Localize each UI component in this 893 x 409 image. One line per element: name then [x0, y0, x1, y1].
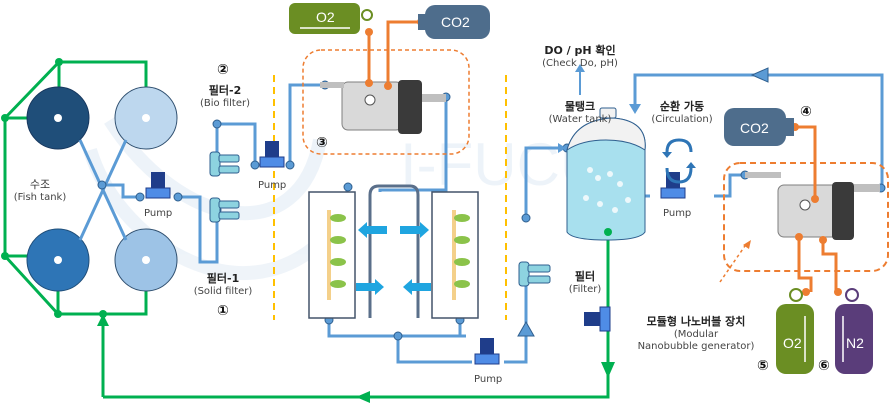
fish-tank-label-kr: 수조 — [29, 178, 51, 191]
step-number-1: ① — [217, 303, 229, 319]
circulation-label-en: (Circulation) — [651, 113, 713, 125]
return-pipe — [3, 60, 610, 399]
arrow-up-icon — [517, 320, 535, 337]
n2-label: N2 — [846, 335, 864, 351]
co2-cylinder-top: CO2 — [418, 5, 490, 39]
hydroponic-bed-right — [431, 191, 479, 319]
step-number-5: ⑤ — [757, 358, 769, 374]
o2-label: O2 — [783, 335, 802, 351]
bio-filter-label-en: (Bio filter) — [200, 97, 250, 109]
bio-filter-label: 필터-2 (Bio filter) — [190, 84, 260, 110]
water-tank-label-en: (Water tank) — [548, 113, 612, 125]
co2-label: CO2 — [441, 14, 470, 30]
check-do-ph-label: DO / pH 확인 (Check Do, pH) — [535, 44, 625, 70]
o2-cylinder-bottom: O2 — [776, 288, 814, 374]
fish-tank-label-en: (Fish tank) — [13, 191, 67, 203]
step-number-6: ⑥ — [818, 358, 830, 374]
flow-arrows — [356, 222, 431, 295]
arrow-up-icon — [575, 64, 585, 72]
bio-filter — [209, 151, 240, 177]
pump-label: Pump — [663, 208, 692, 219]
solid-filter-label: 필터-1 (Solid filter) — [188, 272, 258, 298]
modular-label-en-2: Nanobubble generator) — [637, 341, 755, 353]
co2-cylinder-right: CO2 — [724, 108, 794, 146]
arrow-down-icon — [601, 362, 615, 378]
o2-cylinder-top: O2 — [289, 3, 373, 34]
solid-filter-label-en: (Solid filter) — [193, 285, 253, 297]
co2-label: CO2 — [740, 120, 769, 136]
pump-icon — [145, 172, 171, 199]
step-number-3: ③ — [316, 135, 328, 151]
filter-label-en: (Filter) — [568, 283, 602, 295]
circulation-label-kr: 순환 가동 — [659, 100, 705, 113]
check-label-kr: DO / pH 확인 — [544, 44, 616, 57]
spray-manifold — [368, 184, 420, 318]
water-tank-label-kr: 물탱크 — [564, 100, 596, 113]
water-tank-label: 물탱크 (Water tank) — [545, 100, 615, 126]
pump-icon — [259, 141, 285, 168]
arrow-left-icon — [356, 391, 370, 403]
pump-label: Pump — [258, 180, 287, 191]
step-number-2: ② — [217, 62, 229, 78]
n2-cylinder-bottom: N2 — [835, 288, 873, 374]
solid-filter — [209, 197, 240, 223]
o2-label: O2 — [316, 9, 335, 25]
modular-label-kr: 모듈형 나노버블 장치 — [646, 315, 746, 328]
pump-icon — [660, 172, 686, 199]
filter-label: 필터 (Filter) — [555, 270, 615, 296]
arrow-down-icon — [629, 104, 641, 114]
filter-label-kr: 필터 — [574, 270, 596, 283]
pump-icon — [584, 306, 611, 332]
step-number-4: ④ — [800, 104, 812, 120]
water-filter — [518, 261, 551, 287]
fish-tanks — [26, 86, 178, 292]
modular-nanobubble-label: 모듈형 나노버블 장치 (Modular Nanobubble generato… — [636, 315, 756, 354]
nanobubble-generator-top — [320, 80, 446, 134]
arrow-right-icon — [558, 143, 566, 153]
bio-filter-label-kr: 필터-2 — [208, 84, 242, 97]
fish-tank-label: 수조 (Fish tank) — [10, 178, 70, 204]
water-tank — [566, 107, 646, 241]
nanobubble-box-right — [723, 162, 889, 272]
check-label-en: (Check Do, pH) — [542, 57, 618, 69]
hydroponic-bed-left — [308, 191, 356, 319]
pump-icon — [474, 338, 500, 365]
nanobubble-generator-right — [745, 172, 880, 240]
pump-label: Pump — [474, 374, 503, 385]
nanobubble-box-top — [302, 49, 470, 155]
pump-label: Pump — [144, 208, 173, 219]
solid-filter-label-kr: 필터-1 — [206, 272, 240, 285]
modular-label-en-1: (Modular — [673, 328, 719, 340]
arrow-left-icon — [750, 67, 769, 83]
circulation-label: 순환 가동 (Circulation) — [648, 100, 716, 126]
arrow-up-icon — [97, 314, 109, 326]
circulation-icon — [665, 138, 693, 184]
pointer-line — [719, 242, 748, 283]
